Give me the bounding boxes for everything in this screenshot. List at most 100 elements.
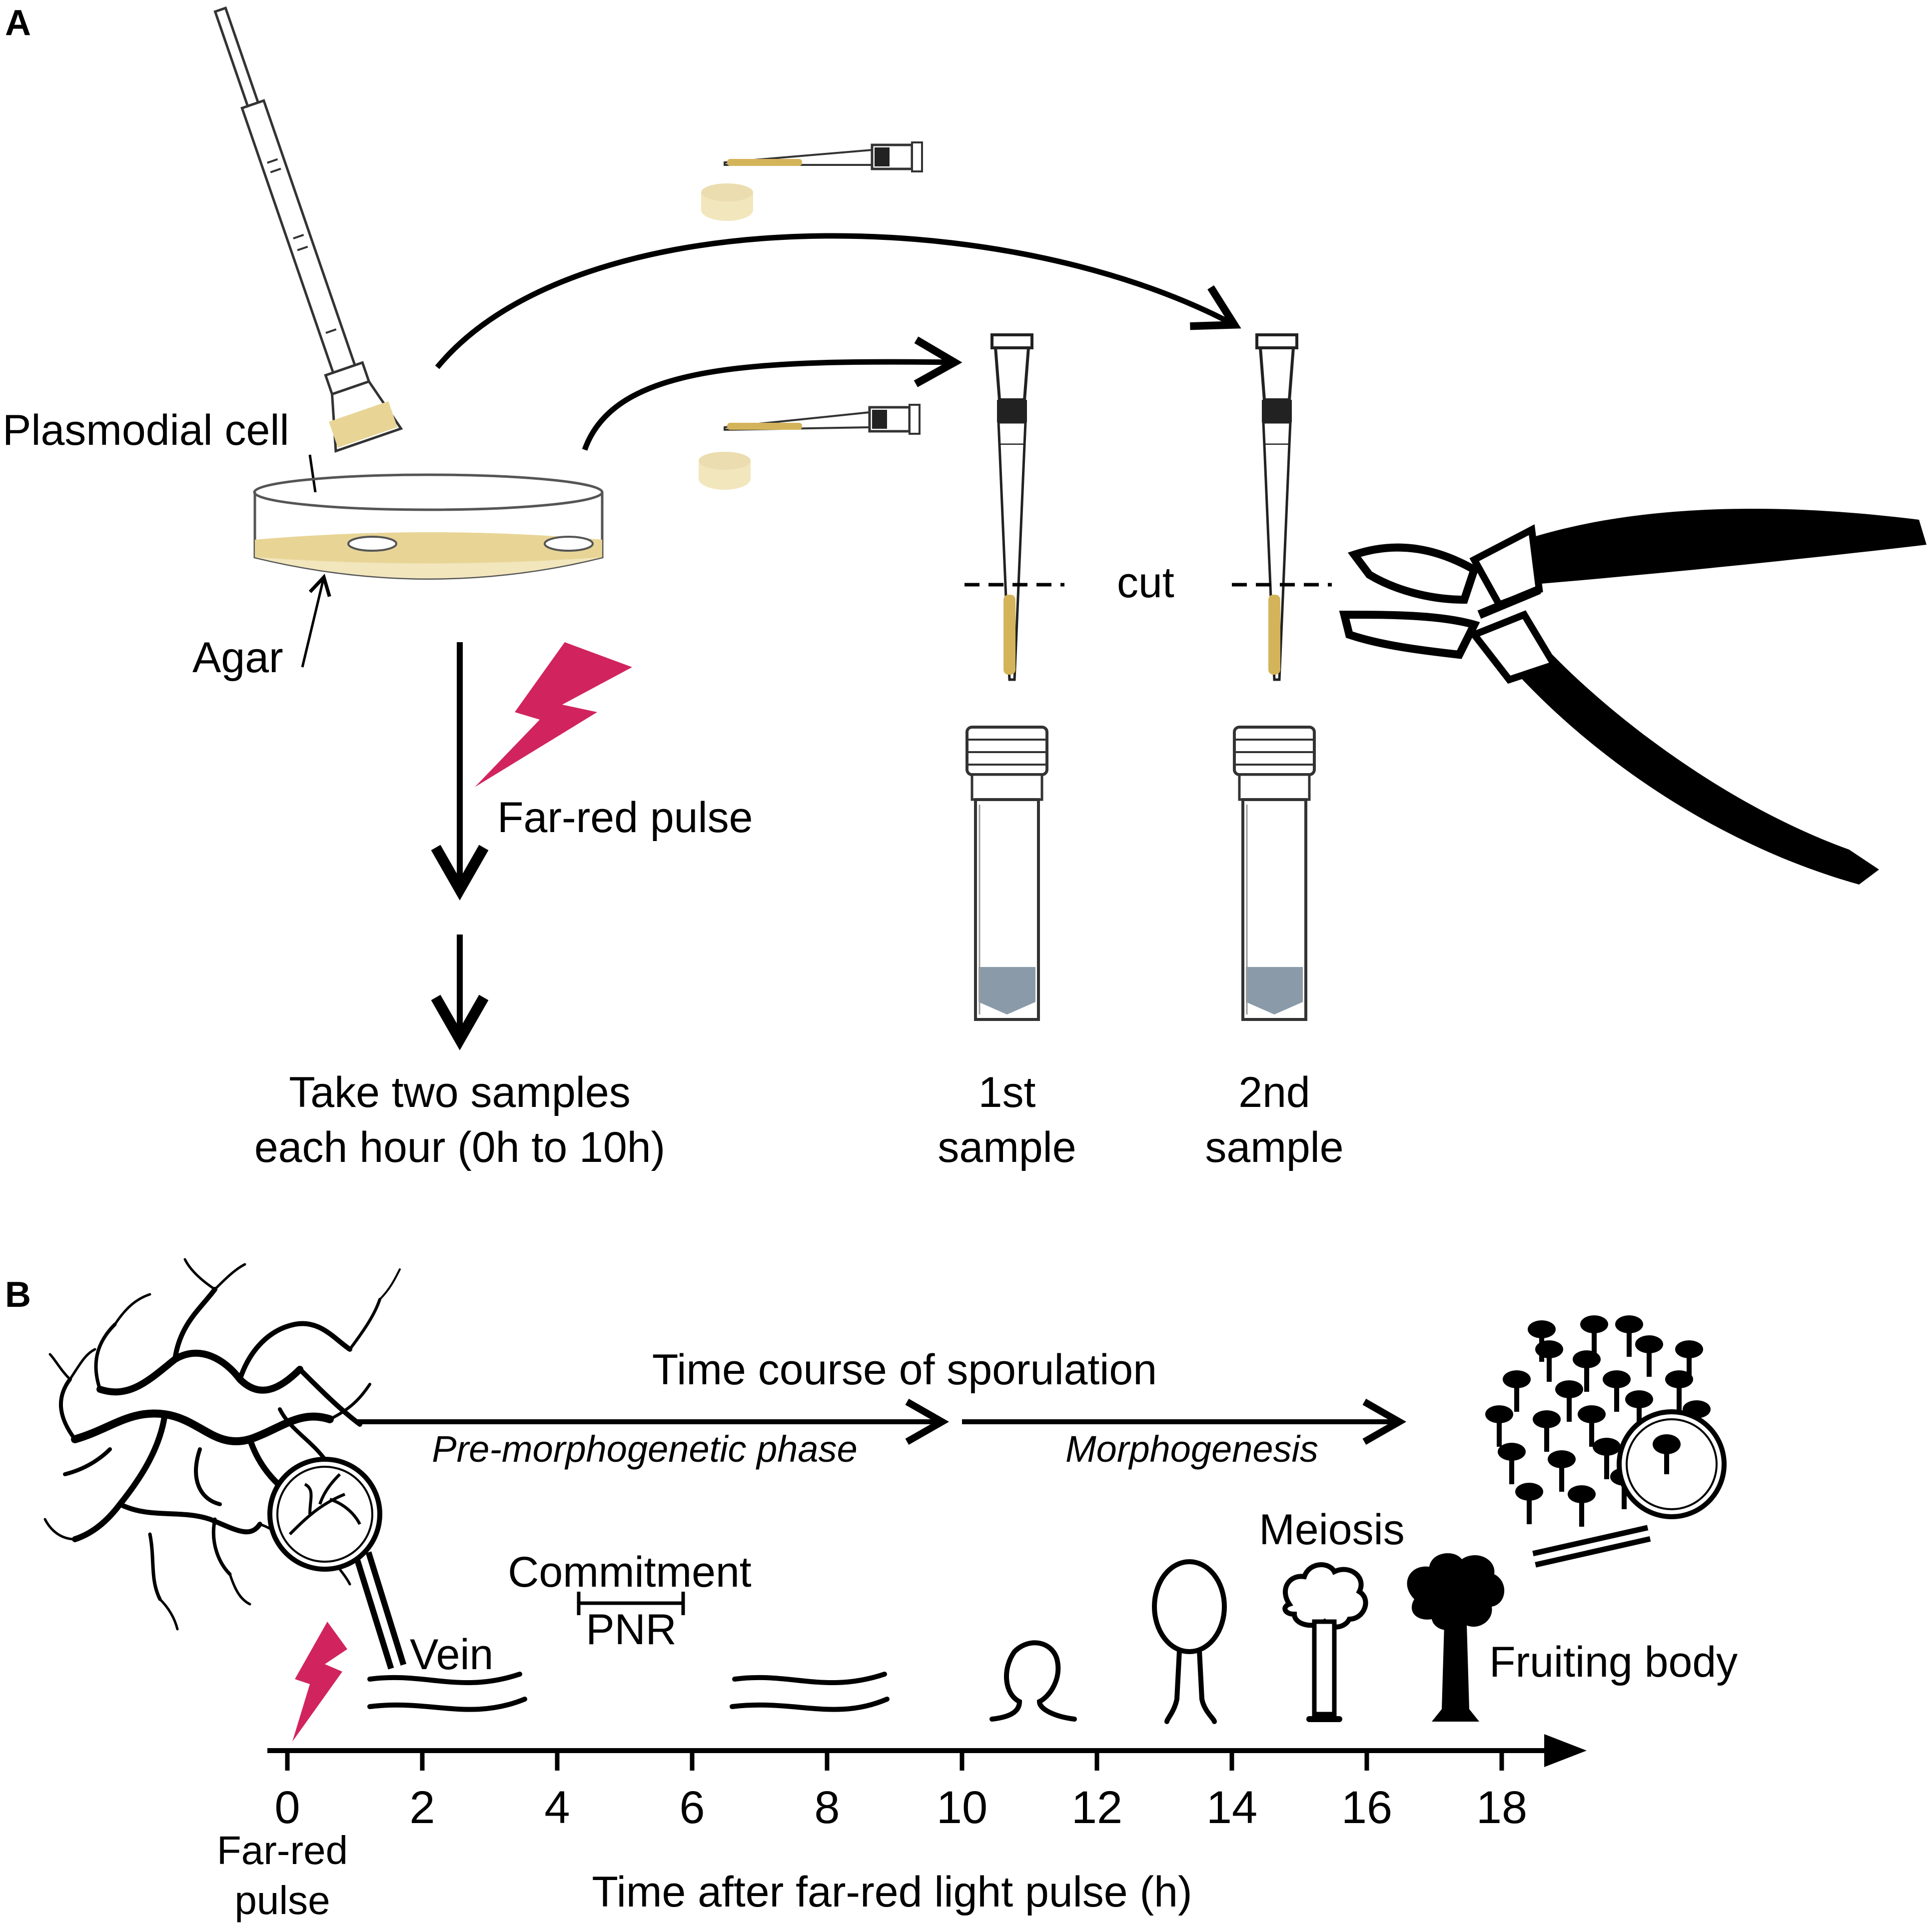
sporangium-head (1580, 1315, 1608, 1333)
axis-tick-label: 10 (937, 1782, 987, 1833)
sporangium-stalk (1547, 1352, 1552, 1382)
lightning-icon-a (475, 642, 632, 787)
agar-label: Agar (192, 634, 283, 682)
petri-dish (253, 473, 604, 580)
agar-plug-bottom (699, 452, 751, 490)
sporangium-head (1635, 1335, 1663, 1353)
pnr-label: PNR (586, 1606, 677, 1654)
axis-tick-label: 0 (274, 1782, 300, 1833)
sporangium-stalk (1527, 1494, 1532, 1524)
fruiting-body-label: Fruiting body (1489, 1638, 1738, 1686)
sporangium-stalk (1614, 1382, 1619, 1412)
vein-icon-2 (730, 1672, 890, 1712)
sporangium-stalk (1514, 1382, 1519, 1412)
plasmodial-cell-label: Plasmodial cell (2, 406, 289, 454)
agar-pointer (301, 574, 331, 668)
sporangium-stalk (1509, 1454, 1514, 1484)
tube-first (965, 726, 1048, 1021)
pliers-icon (1339, 508, 1927, 885)
sporangium-stalk (1584, 1362, 1589, 1392)
far-red-b-line1: Far-red (217, 1828, 348, 1873)
pipette-tip-first (990, 333, 1033, 681)
panel-b-letter: B (5, 1275, 31, 1315)
sporangium-head (1548, 1450, 1576, 1468)
axis-tick-label: 8 (814, 1782, 840, 1833)
sporangium-head (1498, 1443, 1526, 1461)
cut-label: cut (1117, 559, 1174, 607)
axis-tick-label: 4 (544, 1782, 570, 1833)
morphogenesis-label: Morphogenesis (1065, 1428, 1318, 1470)
pre-morphogenetic-label: Pre-morphogenetic phase (432, 1428, 858, 1470)
lightning-icon-b (292, 1622, 347, 1742)
sporangium-stalk (1677, 1382, 1682, 1412)
sporangium-stalk (1604, 1449, 1609, 1479)
axis-tick-label: 2 (409, 1782, 435, 1833)
axis-tick-label: 12 (1071, 1782, 1122, 1833)
curved-arrow-to-first-sample (582, 336, 963, 451)
sporangium-head (1615, 1315, 1643, 1333)
far-red-pulse-label: Far-red pulse (497, 794, 753, 842)
curved-arrow-to-second-sample (435, 233, 1241, 369)
time-axis-arrowhead (1544, 1734, 1587, 1767)
far-red-b-line2: pulse (234, 1878, 330, 1923)
sporangium-stalk (1544, 1422, 1549, 1452)
axis-tick-label: 16 (1341, 1782, 1392, 1833)
time-axis-ticks: 0 2 4 6 8 10 12 14 16 18 (274, 1751, 1527, 1833)
sporangium-head (1603, 1370, 1631, 1388)
panel-a-letter: A (5, 3, 31, 43)
magnifier-icon-left (267, 1457, 407, 1670)
sample1-line2: sample (938, 1123, 1076, 1171)
agar-plug-top (701, 183, 753, 221)
sporangium-head (1503, 1370, 1531, 1388)
sporangium-head (1675, 1340, 1703, 1358)
vein-icon-1 (367, 1672, 527, 1712)
commitment-label: Commitment (508, 1548, 752, 1596)
sporangium-stalk (1559, 1462, 1564, 1492)
sporangium-stalk (1592, 1327, 1597, 1357)
sporangium-head (1533, 1410, 1561, 1428)
sporangium-head (1625, 1390, 1653, 1408)
sporangium-head (1665, 1370, 1693, 1388)
sporangium-head (1515, 1483, 1543, 1501)
pipette-tip-floating-bottom (724, 404, 921, 435)
tube-second (1233, 726, 1316, 1021)
stage-stalked-icon (1152, 1559, 1227, 1724)
sporangium-head (1485, 1405, 1513, 1423)
pipette-tip-second (1255, 333, 1298, 681)
sample1-line1: 1st (978, 1068, 1036, 1116)
pipette-icon (213, 6, 403, 453)
vein-label: Vein (410, 1631, 493, 1679)
sporangium-head (1528, 1320, 1556, 1338)
sporangium-stalk (1579, 1497, 1584, 1527)
time-axis-label: Time after far-red light pulse (h) (592, 1868, 1192, 1916)
time-course-label: Time course of sporulation (652, 1346, 1157, 1394)
sporangium-head (1555, 1380, 1583, 1398)
sporangium-stalk (1589, 1417, 1594, 1447)
take-samples-line2: each hour (0h to 10h) (254, 1123, 665, 1171)
sporangium-head (1578, 1405, 1606, 1423)
pipette-tip-floating-top (724, 141, 923, 172)
sporangium-stalk (1622, 1479, 1627, 1509)
sporangium-stalk (1497, 1417, 1502, 1447)
sample2-line2: sample (1205, 1123, 1343, 1171)
axis-tick-label: 18 (1476, 1782, 1527, 1833)
take-samples-line1: Take two samples (289, 1068, 631, 1116)
stage-meiosis-icon (1282, 1562, 1368, 1722)
magnifier-icon-right (1532, 1409, 1727, 1568)
sporangium-head (1535, 1340, 1563, 1358)
stage-loop-icon (989, 1640, 1077, 1722)
sporangium-head (1568, 1485, 1596, 1503)
sporangium-stalk (1647, 1347, 1652, 1377)
sample2-line1: 2nd (1238, 1068, 1310, 1116)
axis-tick-label: 14 (1206, 1782, 1257, 1833)
sporangium-head (1593, 1438, 1621, 1456)
stage-fruiting-body-icon (1407, 1553, 1505, 1722)
axis-tick-label: 6 (679, 1782, 705, 1833)
sporangium-stalk (1687, 1352, 1692, 1382)
sporangium-stalk (1637, 1402, 1642, 1432)
plasmodium-network-icon (43, 1258, 401, 1631)
sporangium-stalk (1627, 1327, 1632, 1357)
sporangium-stalk (1567, 1392, 1572, 1422)
meiosis-label: Meiosis (1259, 1506, 1405, 1554)
